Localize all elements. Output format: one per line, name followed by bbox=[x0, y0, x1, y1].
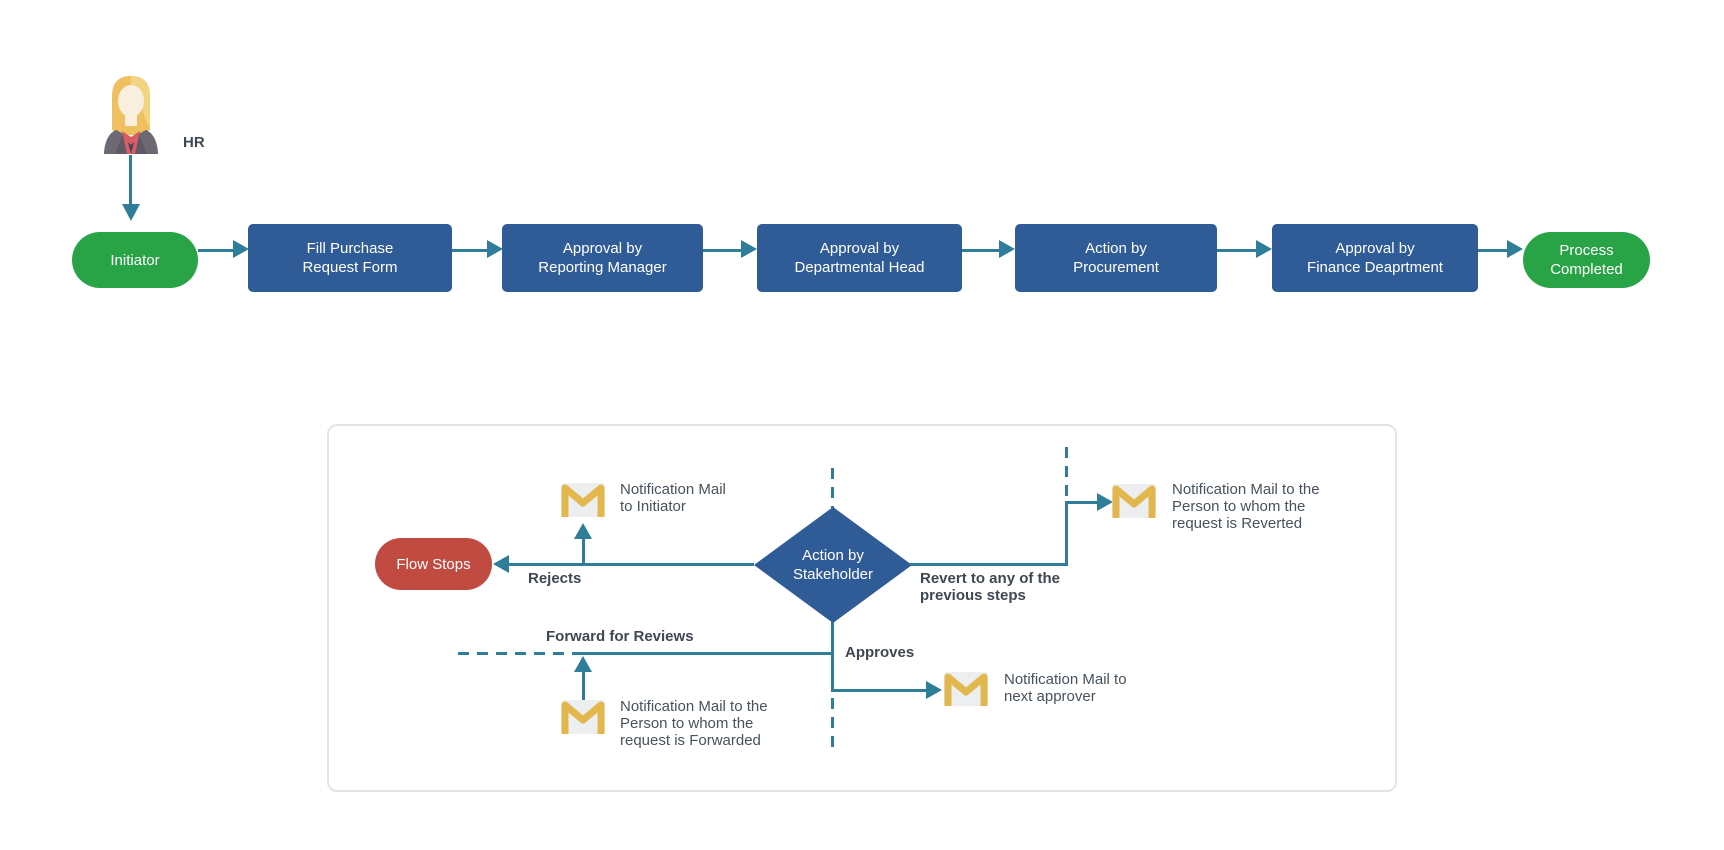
arrow-head bbox=[1256, 240, 1272, 258]
step-node-departmental-head: Approval by Departmental Head bbox=[757, 224, 962, 292]
connector-line-dashed bbox=[458, 652, 577, 655]
forward-mail-label: Notification Mail to the Person to whom … bbox=[620, 698, 768, 749]
revert-mail-label: Notification Mail to the Person to whom … bbox=[1172, 481, 1320, 532]
arrow-head bbox=[1507, 240, 1523, 258]
connector-line bbox=[1217, 249, 1257, 252]
approve-branch-label: Approves bbox=[845, 644, 915, 661]
approve-mail-label: Notification Mail to next approver bbox=[1004, 671, 1127, 705]
connector-line bbox=[910, 563, 1068, 566]
mail-icon bbox=[1112, 484, 1156, 518]
arrow-head bbox=[487, 240, 503, 258]
reject-branch-label: Rejects bbox=[528, 570, 582, 587]
decision-panel bbox=[327, 424, 1397, 792]
connector-line bbox=[452, 249, 488, 252]
connector-line-dashed bbox=[831, 698, 834, 754]
arrow-head bbox=[574, 656, 592, 672]
arrow-head bbox=[574, 523, 592, 539]
arrow-head bbox=[999, 240, 1015, 258]
connector-line bbox=[962, 249, 1000, 252]
step-node-procurement: Action by Procurement bbox=[1015, 224, 1217, 292]
decision-label: Action by Stakeholder bbox=[792, 547, 874, 583]
start-node: Initiator bbox=[72, 232, 198, 288]
connector-line bbox=[582, 671, 585, 700]
step-node-fill-form: Fill Purchase Request Form bbox=[248, 224, 452, 292]
arrow-head bbox=[926, 681, 942, 699]
decision-diamond bbox=[754, 507, 912, 623]
connector-line bbox=[508, 563, 754, 566]
step-node-reporting-manager: Approval by Reporting Manager bbox=[502, 224, 703, 292]
connector-line bbox=[582, 538, 585, 565]
connector-line bbox=[129, 155, 132, 204]
connector-line bbox=[1065, 503, 1068, 566]
mail-icon bbox=[561, 483, 605, 517]
person-icon bbox=[104, 76, 158, 154]
connector-line bbox=[831, 689, 928, 692]
connector-line bbox=[831, 622, 834, 692]
revert-branch-label: Revert to any of the previous steps bbox=[920, 570, 1061, 604]
mail-icon bbox=[944, 672, 988, 706]
connector-line bbox=[577, 652, 833, 655]
flow-stops-node: Flow Stops bbox=[375, 538, 492, 590]
connector-line-dashed bbox=[831, 468, 834, 508]
mail-icon bbox=[561, 700, 605, 734]
forward-branch-label: Forward for Reviews bbox=[546, 628, 694, 645]
arrow-head bbox=[741, 240, 757, 258]
connector-line bbox=[1065, 501, 1099, 504]
reject-mail-label: Notification Mail to Initiator bbox=[620, 481, 726, 515]
connector-line bbox=[198, 249, 234, 252]
arrow-head bbox=[493, 555, 509, 573]
arrow-head bbox=[233, 240, 249, 258]
connector-line bbox=[1478, 249, 1509, 252]
arrow-head bbox=[122, 204, 140, 221]
step-node-finance-department: Approval by Finance Deaprtment bbox=[1272, 224, 1478, 292]
end-node: Process Completed bbox=[1523, 232, 1650, 288]
connector-line-dashed bbox=[1065, 447, 1068, 499]
connector-line bbox=[703, 249, 742, 252]
actor-label: HR bbox=[183, 134, 205, 151]
arrow-head bbox=[1097, 493, 1113, 511]
